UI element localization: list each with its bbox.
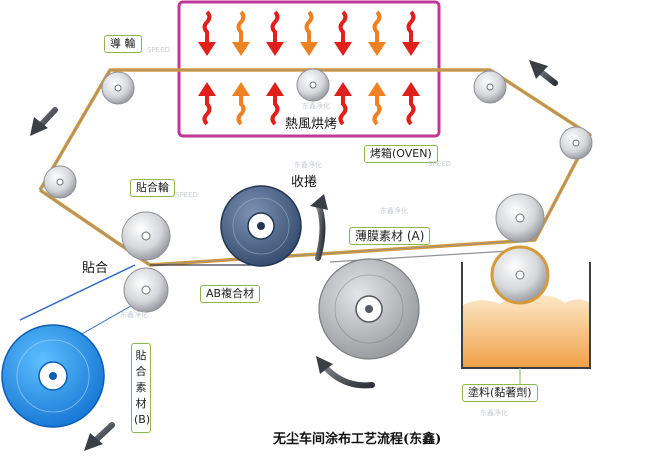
heat-arrows-down	[198, 10, 420, 56]
arrowhead	[266, 42, 284, 56]
watermark: 东鑫净化	[294, 161, 322, 169]
guide-roller-top-left	[101, 71, 135, 105]
coating-roller-upper	[495, 193, 545, 243]
wavy-arrow-down-icon	[372, 10, 382, 42]
coating-fluid	[463, 295, 589, 367]
rewind-label: 收捲	[291, 175, 318, 190]
arrowhead	[232, 82, 250, 96]
arrowhead	[402, 82, 420, 96]
substrate-b-roll	[1, 324, 105, 428]
coating-tank	[461, 262, 591, 369]
rotation-arrow-icon	[316, 356, 375, 389]
laminating-roller-lower	[123, 267, 169, 313]
watermark: 东鑫净化	[380, 207, 408, 215]
wavy-arrow-up-icon	[236, 96, 246, 126]
diagram-caption: 无尘车间涂布工艺流程(东鑫)	[273, 432, 442, 447]
watermark: 东鑫净化	[480, 409, 508, 417]
rewind-roll	[220, 185, 302, 267]
coating-roller-lower	[490, 245, 550, 305]
film-a-label: 薄膜素材 (A)	[349, 227, 431, 245]
watermark-sub: SPEED	[175, 191, 198, 199]
arrowhead	[198, 82, 216, 96]
wavy-arrow-up-icon	[270, 96, 280, 126]
direction-arrow-icon	[529, 60, 558, 86]
wavy-arrow-down-icon	[338, 10, 348, 42]
guide-roller-right	[559, 126, 593, 160]
arrowhead	[232, 42, 250, 56]
direction-arrow-icon	[30, 107, 58, 136]
guide-roller-top-right	[473, 70, 507, 104]
hot-air-label: 熱風烘烤	[285, 117, 338, 132]
arrowhead	[300, 42, 318, 56]
wavy-arrow-up-icon	[202, 96, 212, 126]
wavy-arrow-down-icon	[270, 10, 280, 42]
watermark: 东鑫净化	[120, 311, 148, 319]
wavy-arrow-down-icon	[304, 10, 314, 42]
arrowhead	[198, 42, 216, 56]
arrowhead	[368, 82, 386, 96]
laminating-roller-upper	[121, 211, 171, 261]
substrate-b-label: 貼合素材(B)	[131, 343, 151, 433]
arrowhead	[334, 82, 352, 96]
guide-roller-label: 導 輪	[104, 35, 142, 53]
oven-label: 烤箱(OVEN)	[364, 145, 438, 163]
heat-arrows-up	[198, 82, 420, 126]
substrate-b-line-upper	[19, 264, 136, 321]
direction-arrow-icon	[84, 422, 115, 451]
wavy-arrow-up-icon	[372, 96, 382, 126]
wavy-arrow-down-icon	[406, 10, 416, 42]
coating-label: 塗料(黏著劑)	[462, 384, 538, 402]
guide-roller-left	[43, 165, 77, 199]
wavy-arrow-down-icon	[236, 10, 246, 42]
wavy-arrow-up-icon	[406, 96, 416, 126]
film-a-roll	[318, 258, 420, 360]
arrowhead	[368, 42, 386, 56]
laminating-roller-label: 貼合輪	[130, 179, 175, 197]
arrowhead	[266, 82, 284, 96]
arrowhead	[334, 42, 352, 56]
watermark-sub: SPEED	[428, 160, 451, 168]
ab-composite-label: AB複合材	[200, 285, 261, 303]
watermark: 东鑫净化	[302, 102, 330, 110]
wavy-arrow-down-icon	[202, 10, 212, 42]
laminate-label: 貼合	[82, 261, 109, 276]
arrowhead	[402, 42, 420, 56]
guide-roller-top-middle	[296, 68, 330, 102]
rotation-arrow-icon	[310, 194, 328, 261]
watermark-sub: SPEED	[147, 46, 170, 54]
wavy-arrow-up-icon	[338, 96, 348, 126]
